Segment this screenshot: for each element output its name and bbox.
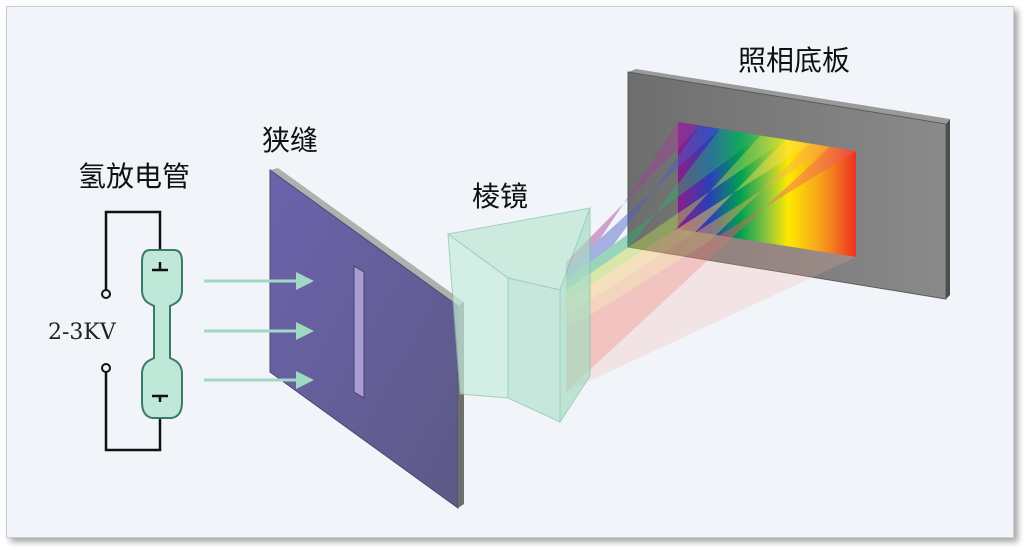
tube-label: 氢放电管 xyxy=(78,160,190,193)
terminal-top xyxy=(101,289,111,299)
wire-top xyxy=(104,210,162,294)
plate-side-edge xyxy=(946,119,950,299)
spectrum-band xyxy=(678,122,856,257)
prism-right-face xyxy=(559,207,591,424)
slit-opening xyxy=(353,265,365,399)
fan-green xyxy=(566,129,760,330)
terminal-bottom xyxy=(101,363,111,373)
plate-top-edge xyxy=(628,69,950,124)
wire-bottom xyxy=(104,368,162,452)
prism xyxy=(446,207,591,424)
arrow-bottom xyxy=(204,371,314,389)
fan-lower xyxy=(566,229,856,392)
dispersed-light-fan xyxy=(566,122,856,392)
slit-label: 狭缝 xyxy=(262,124,318,157)
discharge-tube-circuit xyxy=(101,210,183,452)
prism-back-face xyxy=(447,232,509,399)
discharge-tube xyxy=(141,249,183,419)
slit-panel xyxy=(269,168,464,509)
voltage-label: 2-3KV xyxy=(48,320,117,345)
light-arrows xyxy=(204,272,314,389)
slit-panel-top-edge xyxy=(270,168,464,306)
fan-violet xyxy=(566,122,700,290)
plate-label: 照相底板 xyxy=(738,44,850,77)
prism-front-face xyxy=(507,277,561,423)
prism-label: 棱镜 xyxy=(472,180,528,213)
arrow-middle xyxy=(204,322,314,340)
arrow-top xyxy=(204,272,314,290)
photographic-plate xyxy=(627,69,950,300)
